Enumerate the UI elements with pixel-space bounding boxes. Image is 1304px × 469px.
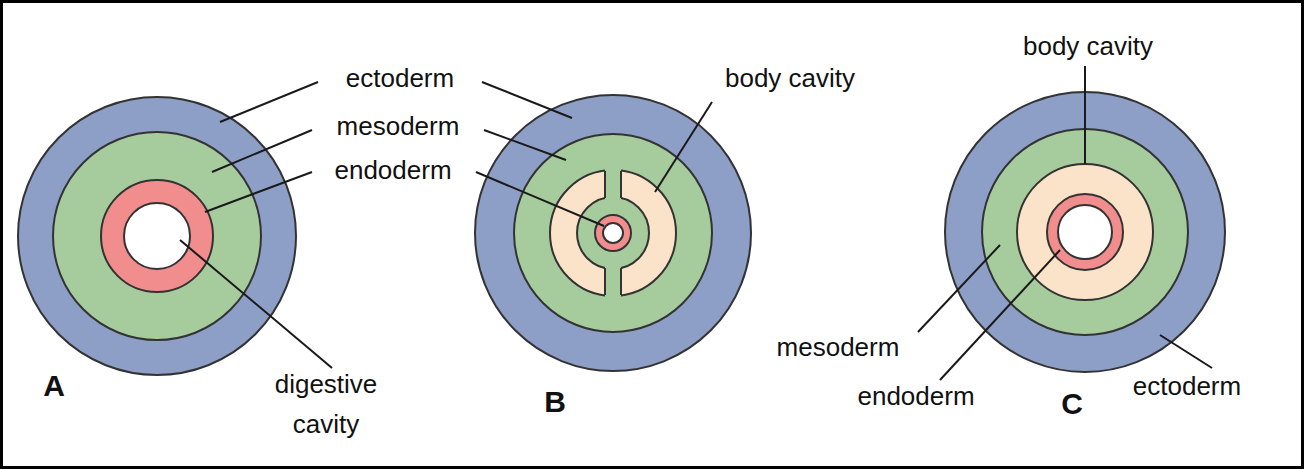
mesentery-top: [605, 168, 621, 201]
leader-line: [476, 172, 604, 226]
leader-line: [1160, 335, 1212, 368]
cavity-label: digestive cavity: [256, 364, 396, 444]
endoderm-ring: [101, 180, 213, 292]
mesentery-bottom: [605, 265, 621, 298]
mesentery-edge: [620, 171, 622, 198]
mesentery-edge: [604, 268, 606, 295]
mesoderm-core: [577, 197, 649, 269]
cavity-label: body cavity: [725, 58, 855, 98]
panel-letter: B: [544, 382, 566, 422]
panel-letter: A: [43, 366, 65, 406]
endoderm-ring: [595, 215, 631, 251]
layer-label: endoderm: [857, 376, 974, 416]
body-cavity: [1017, 164, 1153, 300]
mesoderm-ring: [53, 132, 261, 340]
leader-line: [220, 82, 318, 122]
digestive-cavity: [124, 203, 190, 269]
leader-lines: [180, 66, 1212, 380]
digestive-cavity: [1058, 205, 1112, 259]
digestive-cavity: [603, 223, 623, 243]
leader-line: [918, 245, 1000, 332]
leader-line: [1084, 66, 1086, 164]
leader-line: [205, 172, 312, 212]
mesentery-edge: [604, 171, 606, 198]
mesentery-edge: [620, 268, 622, 295]
layer-label: mesoderm: [337, 106, 460, 146]
endoderm-ring: [1047, 194, 1123, 270]
ectoderm-ring: [18, 97, 296, 375]
ectoderm-ring: [475, 95, 751, 371]
layer-label: mesoderm: [777, 327, 900, 367]
leader-line: [484, 130, 566, 160]
layer-label: ectoderm: [346, 58, 454, 98]
cross-section-b: [475, 95, 751, 371]
leader-line: [180, 240, 332, 368]
cavity-label: body cavity: [1023, 26, 1153, 66]
leader-line: [940, 250, 1060, 380]
panel-letter: C: [1061, 384, 1083, 424]
cross-section-a: [18, 97, 296, 375]
mesoderm-ring: [514, 134, 712, 332]
leader-line: [212, 130, 312, 172]
leader-line: [655, 102, 712, 192]
layer-label: ectoderm: [1133, 366, 1241, 406]
leader-line: [482, 82, 572, 118]
layer-label: endoderm: [334, 150, 451, 190]
